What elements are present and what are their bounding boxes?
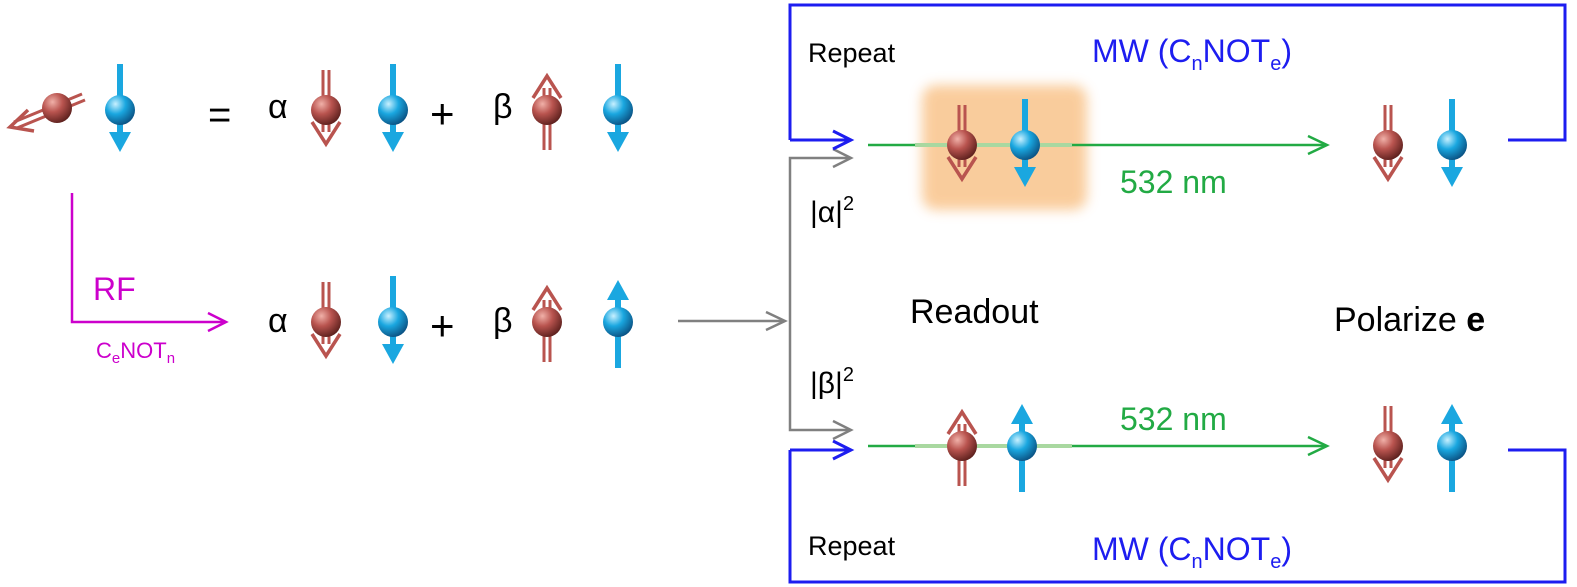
rf-label: RF	[93, 271, 136, 307]
alpha-probability-label: |α|2	[810, 193, 854, 229]
laser-line-top	[868, 134, 1330, 156]
rf-pulse-arrow	[70, 193, 229, 333]
electron-spin-down-icon	[378, 64, 408, 152]
mw-label-bottom: MW (CnNOTe)	[1092, 531, 1292, 573]
repeat-loop-bottom	[788, 439, 1567, 584]
alpha-label-top: α	[268, 88, 288, 126]
electron-spin-down-icon	[378, 276, 408, 364]
electron-spin-up-icon	[603, 280, 633, 368]
nuclear-spin-up-icon	[945, 410, 979, 488]
equals-sign: =	[208, 93, 231, 137]
beta-probability-label: |β|2	[810, 364, 854, 400]
nuclear-spin-down-icon	[309, 68, 343, 146]
repeat-label-bottom: Repeat	[808, 531, 896, 561]
electron-spin-down-icon	[1437, 99, 1467, 187]
nuclear-spin-superposition-icon	[6, 92, 86, 133]
nuclear-spin-up-icon	[530, 74, 564, 152]
plus-sign-top: +	[430, 90, 455, 137]
polarize-label: Polarize e	[1334, 301, 1485, 339]
branch-connector	[788, 147, 854, 441]
nuclear-spin-down-icon	[309, 280, 343, 358]
beta-label-top: β	[493, 88, 513, 126]
electron-spin-down-icon	[603, 64, 633, 152]
readout-highlight	[922, 85, 1087, 210]
repeat-loop-top	[788, 3, 1567, 151]
laser-label-bottom: 532 nm	[1120, 401, 1227, 437]
cnot-e-label: CeNOTn	[96, 338, 175, 367]
laser-label-top: 532 nm	[1120, 164, 1227, 200]
nuclear-spin-down-icon	[1371, 404, 1405, 482]
alpha-label-bottom: α	[268, 302, 288, 340]
electron-spin-down-icon	[105, 64, 135, 152]
mw-label-top: MW (CnNOTe)	[1092, 33, 1292, 75]
laser-line-bottom	[868, 435, 1330, 457]
electron-spin-up-icon	[1437, 404, 1467, 492]
measurement-arrow	[678, 310, 788, 332]
plus-sign-bottom: +	[430, 302, 455, 349]
nuclear-spin-up-icon	[530, 286, 564, 364]
readout-label: Readout	[910, 293, 1039, 331]
nuclear-spin-down-icon	[1371, 103, 1405, 181]
electron-spin-up-icon	[1007, 404, 1037, 492]
beta-label-bottom: β	[493, 302, 513, 340]
repeat-label-top: Repeat	[808, 38, 896, 68]
